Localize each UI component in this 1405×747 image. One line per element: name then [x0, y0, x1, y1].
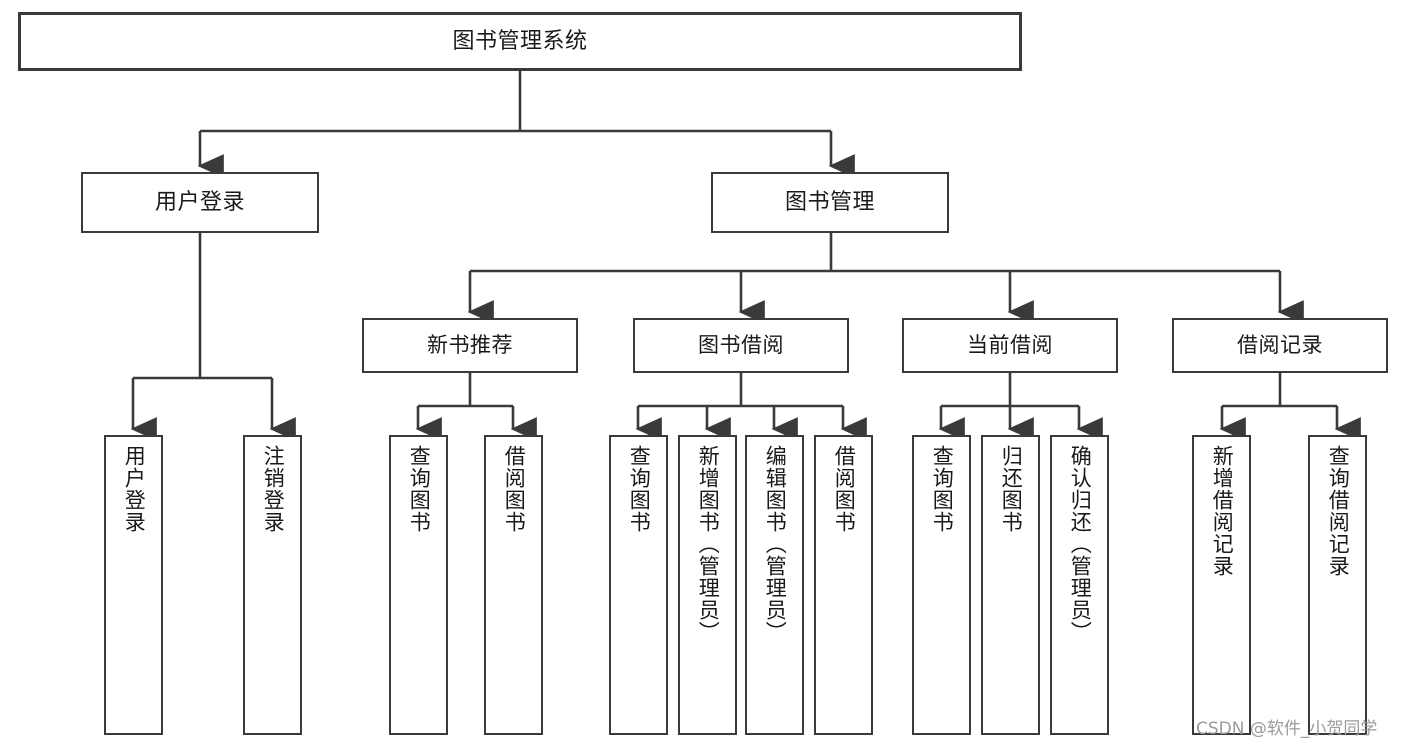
node-book-management-label: 图书管理 [784, 189, 875, 215]
node-current-borrow[interactable]: 当前借阅 [902, 318, 1118, 373]
leaf-current-return-book[interactable]: 归还图书 [981, 435, 1040, 735]
leaf-user-login-label: 用户登录 [122, 445, 147, 533]
node-user-login-label: 用户登录 [154, 189, 245, 215]
leaf-borrow-borrow-book-label: 借阅图书 [832, 445, 857, 533]
leaf-record-query-record-label: 查询借阅记录 [1326, 445, 1351, 577]
node-borrow-record[interactable]: 借阅记录 [1172, 318, 1388, 373]
leaf-record-add-record-label: 新增借阅记录 [1210, 445, 1235, 577]
node-new-book-recommend-label: 新书推荐 [427, 333, 513, 358]
leaf-current-query-book[interactable]: 查询图书 [912, 435, 971, 735]
leaf-record-add-record[interactable]: 新增借阅记录 [1192, 435, 1251, 735]
node-user-login[interactable]: 用户登录 [81, 172, 319, 233]
node-current-borrow-label: 当前借阅 [967, 333, 1053, 358]
leaf-current-query-book-label: 查询图书 [930, 445, 955, 533]
leaf-user-login[interactable]: 用户登录 [104, 435, 163, 735]
leaf-record-query-record[interactable]: 查询借阅记录 [1308, 435, 1367, 735]
leaf-newbook-query-book-label: 查询图书 [407, 445, 432, 533]
node-book-management[interactable]: 图书管理 [711, 172, 949, 233]
node-root-book-management-system[interactable]: 图书管理系统 [18, 12, 1022, 71]
leaf-borrow-query-book-label: 查询图书 [627, 445, 652, 533]
leaf-logout[interactable]: 注销登录 [243, 435, 302, 735]
node-new-book-recommend[interactable]: 新书推荐 [362, 318, 578, 373]
node-borrow-record-label: 借阅记录 [1237, 333, 1323, 358]
leaf-newbook-borrow-book-label: 借阅图书 [502, 445, 527, 533]
leaf-borrow-borrow-book[interactable]: 借阅图书 [814, 435, 873, 735]
node-root-label: 图书管理系统 [452, 28, 588, 54]
leaf-borrow-add-book-admin-label: 新增图书（管理员） [696, 445, 721, 643]
leaf-borrow-add-book-admin[interactable]: 新增图书（管理员） [678, 435, 737, 735]
leaf-newbook-query-book[interactable]: 查询图书 [389, 435, 448, 735]
leaf-borrow-edit-book-admin-label: 编辑图书（管理员） [763, 445, 788, 643]
leaf-logout-label: 注销登录 [261, 445, 286, 533]
node-book-borrow[interactable]: 图书借阅 [633, 318, 849, 373]
leaf-current-return-book-label: 归还图书 [999, 445, 1024, 533]
node-book-borrow-label: 图书借阅 [698, 333, 784, 358]
leaf-borrow-edit-book-admin[interactable]: 编辑图书（管理员） [745, 435, 804, 735]
leaf-current-confirm-return-admin-label: 确认归还（管理员） [1068, 445, 1093, 643]
leaf-borrow-query-book[interactable]: 查询图书 [609, 435, 668, 735]
leaf-current-confirm-return-admin[interactable]: 确认归还（管理员） [1050, 435, 1109, 735]
leaf-newbook-borrow-book[interactable]: 借阅图书 [484, 435, 543, 735]
csdn-watermark: CSDN @软件_小贺同学 [1196, 719, 1378, 739]
